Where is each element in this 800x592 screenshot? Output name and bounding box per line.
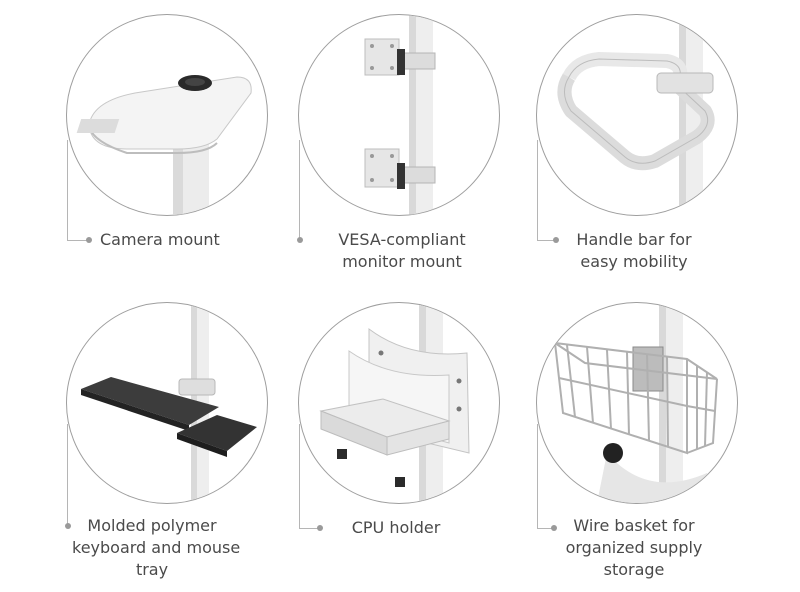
wire-basket-illustration bbox=[554, 303, 737, 503]
caption-handle-bar: Handle bar for easy mobility bbox=[564, 229, 704, 273]
feature-circle-handle-bar bbox=[536, 14, 738, 216]
keyboard-tray-illustration bbox=[81, 303, 257, 503]
caption-line: organized supply bbox=[565, 538, 703, 557]
bullet-dot-icon bbox=[65, 523, 71, 529]
caption-line: Camera mount bbox=[100, 230, 220, 249]
cpu-holder-illustration bbox=[319, 303, 470, 503]
bullet-dot-icon bbox=[86, 237, 92, 243]
camera-mount-illustration bbox=[76, 75, 252, 215]
leader-line-cpu-holder-h bbox=[299, 528, 319, 529]
feature-circle-cpu-holder bbox=[298, 302, 500, 504]
caption-keyboard-tray: Molded polymer keyboard and mouse tray bbox=[72, 515, 241, 581]
vesa-mount-illustration bbox=[364, 15, 436, 215]
caption-line: CPU holder bbox=[351, 518, 441, 537]
leader-line-camera-mount-h bbox=[67, 240, 89, 241]
handle-bar-illustration bbox=[557, 15, 715, 215]
leader-line-wire-basket-h bbox=[537, 528, 553, 529]
leader-line-cpu-holder bbox=[299, 424, 300, 528]
feature-circle-wire-basket bbox=[536, 302, 738, 504]
caption-line: Molded polymer bbox=[87, 516, 217, 535]
caption-camera-mount: Camera mount bbox=[100, 229, 228, 251]
caption-line: VESA-compliant bbox=[338, 230, 466, 249]
caption-line: easy mobility bbox=[580, 252, 688, 271]
caption-line: tray bbox=[135, 560, 169, 579]
caption-vesa-mount: VESA-compliant monitor mount bbox=[322, 229, 482, 273]
feature-circle-camera-mount bbox=[66, 14, 268, 216]
bullet-dot-icon bbox=[317, 525, 323, 531]
caption-line: keyboard and mouse bbox=[72, 538, 241, 557]
feature-circle-vesa-mount bbox=[298, 14, 500, 216]
caption-wire-basket: Wire basket for organized supply storage bbox=[556, 515, 712, 581]
leader-line-wire-basket bbox=[537, 424, 538, 528]
caption-line: storage bbox=[603, 560, 665, 579]
caption-line: Handle bar for bbox=[576, 230, 692, 249]
bullet-dot-icon bbox=[551, 525, 557, 531]
bullet-dot-icon bbox=[297, 237, 303, 243]
leader-line-handle-bar-h bbox=[537, 240, 555, 241]
leader-line-handle-bar bbox=[537, 140, 538, 240]
caption-cpu-holder: CPU holder bbox=[326, 517, 466, 539]
bullet-dot-icon bbox=[553, 237, 559, 243]
leader-line-keyboard-tray bbox=[67, 424, 68, 526]
leader-line-vesa-mount bbox=[299, 140, 300, 240]
caption-line: Wire basket for bbox=[573, 516, 695, 535]
leader-line-camera-mount bbox=[67, 140, 68, 240]
caption-line: monitor mount bbox=[342, 252, 462, 271]
feature-circle-keyboard-tray bbox=[66, 302, 268, 504]
